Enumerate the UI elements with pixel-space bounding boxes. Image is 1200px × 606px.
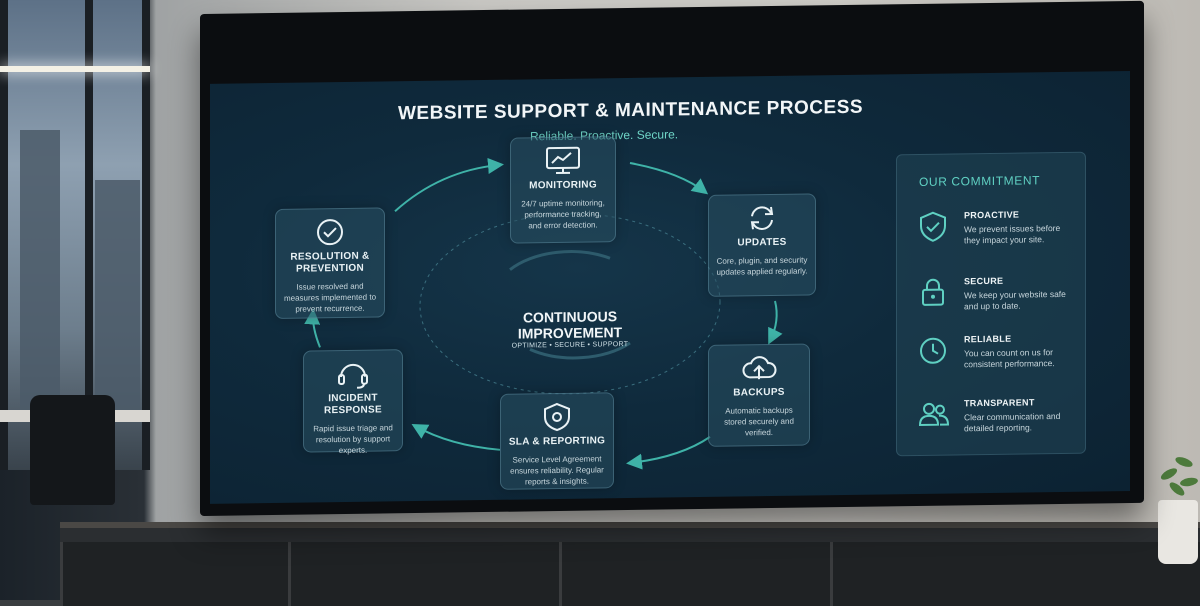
commitment-item-proactive: PROACTIVE We prevent issues before they … xyxy=(917,209,1077,261)
commitment-title: SECURE xyxy=(964,276,1003,287)
commitment-heading: OUR COMMITMENT xyxy=(919,173,1040,189)
commitment-description: Clear communication and detailed reporti… xyxy=(964,411,1076,435)
clock-icon xyxy=(917,335,949,367)
flow-arrow xyxy=(770,301,777,341)
flow-arrow xyxy=(630,437,710,463)
commitment-title: RELIABLE xyxy=(964,334,1011,345)
monitoring-card[interactable]: MONITORING 24/7 uptime monitoring, perfo… xyxy=(510,136,616,243)
card-title: RESOLUTION & PREVENTION xyxy=(276,250,384,276)
card-description: Rapid issue triage and resolution by sup… xyxy=(304,422,402,456)
monitor-chart-icon xyxy=(543,146,583,177)
cabinet-door xyxy=(60,542,288,606)
commitment-title: PROACTIVE xyxy=(964,210,1019,221)
incident-response-card[interactable]: INCIDENT RESPONSE Rapid issue triage and… xyxy=(303,349,403,452)
commitment-item-reliable: RELIABLE You can count on us for consist… xyxy=(917,333,1077,385)
commitment-item-transparent: TRANSPARENT Clear communication and deta… xyxy=(917,397,1077,443)
card-description: Service Level Agreement ensures reliabil… xyxy=(501,453,613,488)
card-description: Core, plugin, and security updates appli… xyxy=(709,254,815,277)
commitment-description: We prevent issues before they impact you… xyxy=(964,223,1076,247)
card-title: INCIDENT RESPONSE xyxy=(304,392,402,417)
inner-loop-arrow xyxy=(510,251,610,270)
users-icon xyxy=(917,399,951,431)
cloud-upload-icon xyxy=(739,353,779,384)
commitment-description: You can count on us for consistent perfo… xyxy=(964,347,1076,371)
sla-reporting-card[interactable]: SLA & REPORTING Service Level Agreement … xyxy=(500,392,614,490)
card-title: BACKUPS xyxy=(709,386,809,399)
shield-check-icon xyxy=(917,211,949,243)
card-title: MONITORING xyxy=(511,179,615,192)
card-description: Issue resolved and measures implemented … xyxy=(276,280,384,315)
backups-card[interactable]: BACKUPS Automatic backups stored securel… xyxy=(708,343,810,446)
commitment-description: We keep your website safe and up to date… xyxy=(964,289,1076,313)
card-title: SLA & REPORTING xyxy=(501,435,613,449)
shield-icon xyxy=(537,402,577,433)
cabinet-door xyxy=(830,542,1200,606)
ceiling-light xyxy=(0,66,150,72)
flow-arrow xyxy=(630,162,705,193)
resolution-prevention-card[interactable]: RESOLUTION & PREVENTION Issue resolved a… xyxy=(275,207,385,319)
office-chair xyxy=(30,395,115,505)
headset-icon xyxy=(333,359,373,390)
updates-card[interactable]: UPDATES Core, plugin, and security updat… xyxy=(708,193,816,297)
refresh-icon xyxy=(742,203,782,234)
card-description: Automatic backups stored securely and ve… xyxy=(709,404,809,438)
card-description: 24/7 uptime monitoring, performance trac… xyxy=(511,197,615,231)
screen: WEBSITE SUPPORT & MAINTENANCE PROCESS Re… xyxy=(210,71,1130,504)
building xyxy=(20,130,60,410)
media-cabinet xyxy=(60,522,1200,606)
cabinet-door xyxy=(559,542,830,606)
lock-icon xyxy=(917,277,949,309)
check-circle-icon xyxy=(310,217,350,248)
building xyxy=(95,180,140,410)
flow-arrow xyxy=(415,425,500,451)
commitment-title: TRANSPARENT xyxy=(964,397,1035,408)
tv-display: WEBSITE SUPPORT & MAINTENANCE PROCESS Re… xyxy=(200,1,1144,516)
commitment-item-secure: SECURE We keep your website safe and up … xyxy=(917,275,1077,327)
flow-arrow xyxy=(395,165,500,211)
commitment-panel: OUR COMMITMENT PROACTIVE We prevent issu… xyxy=(896,152,1086,457)
card-title: UPDATES xyxy=(709,236,815,249)
cabinet-door xyxy=(288,542,559,606)
center-title: CONTINUOUS IMPROVEMENT xyxy=(500,308,640,342)
plant-pot xyxy=(1158,500,1198,564)
